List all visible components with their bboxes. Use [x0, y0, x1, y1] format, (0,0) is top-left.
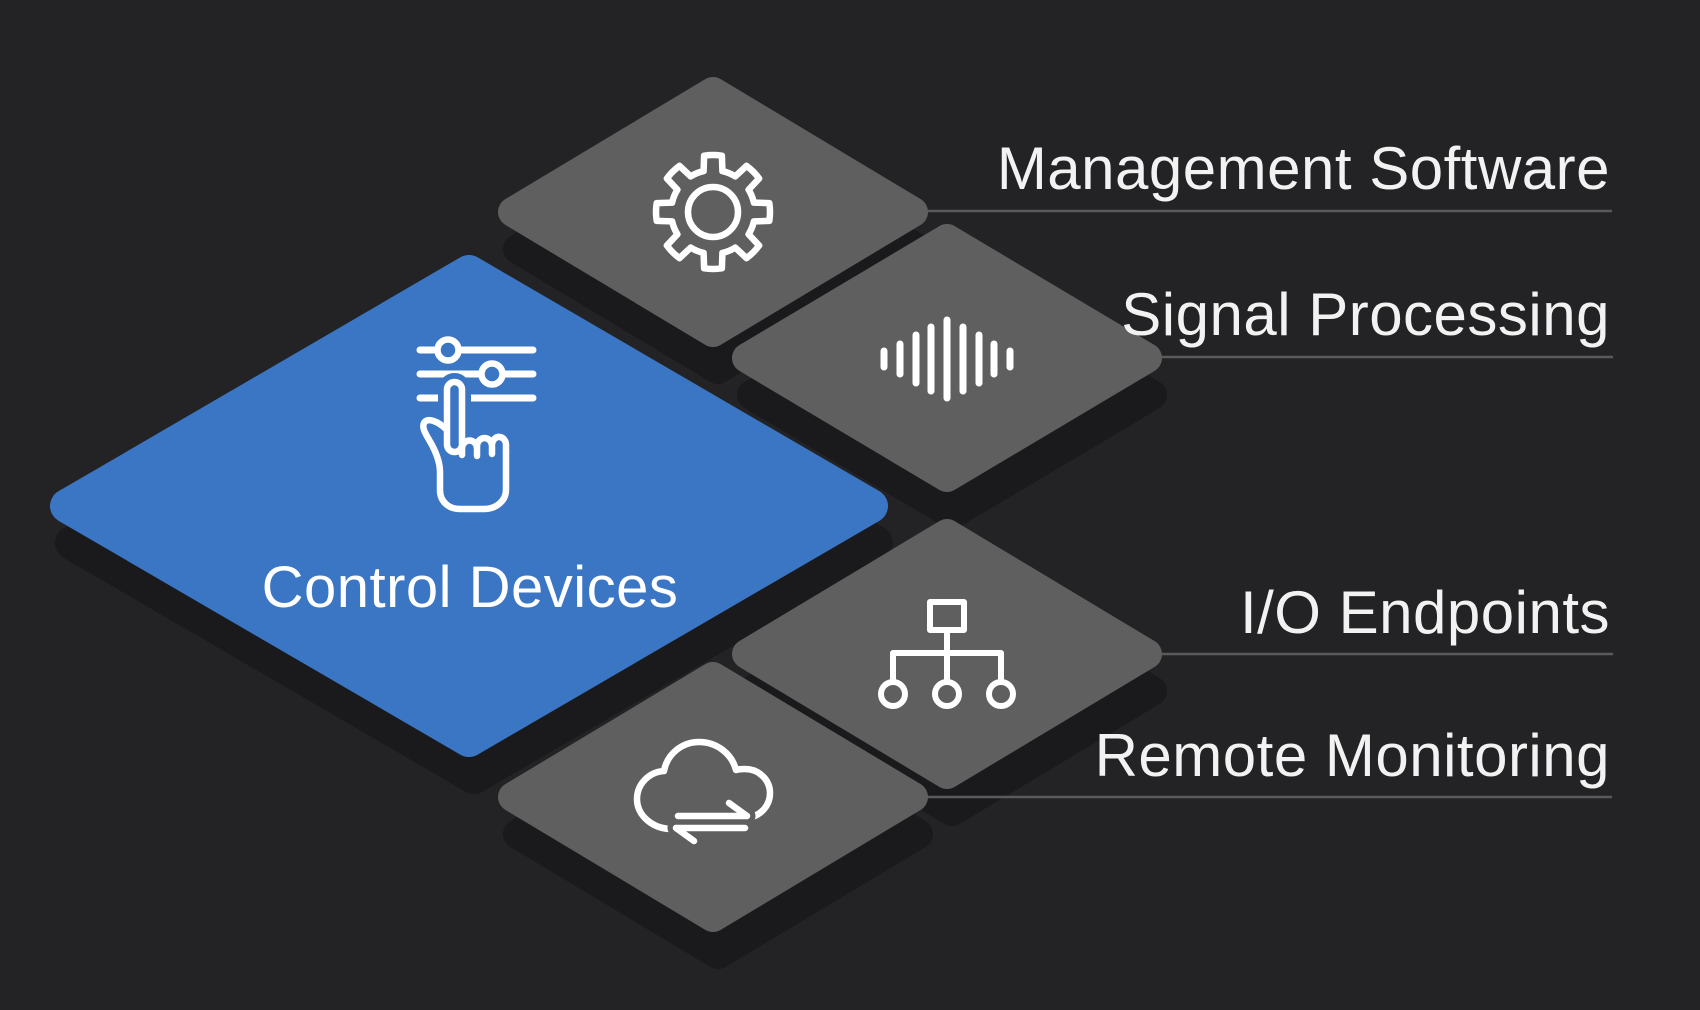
arrow-right [674, 799, 751, 820]
cloud-sync-icon [633, 738, 774, 850]
callout-label-io: I/O Endpoints [1239, 579, 1610, 647]
callout-label-management: Management Software [996, 135, 1610, 203]
diamond-management[interactable] [498, 77, 928, 347]
slider-knob-2 [478, 360, 506, 388]
connector-lines [913, 209, 1613, 799]
diamond-remote[interactable] [498, 662, 928, 932]
network-tree-icon [878, 599, 1016, 709]
slider-knob-1 [434, 336, 462, 364]
tap-sliders-icon [416, 336, 537, 513]
waveform-icon [880, 316, 1014, 402]
callout-label-remote: Remote Monitoring [1094, 722, 1610, 790]
center-node-label: Control Devices [261, 555, 679, 620]
callout-label-signal: Signal Processing [1121, 281, 1610, 349]
gear-icon [652, 151, 774, 273]
pointing-hand [420, 373, 510, 513]
arrow-left [672, 824, 749, 845]
